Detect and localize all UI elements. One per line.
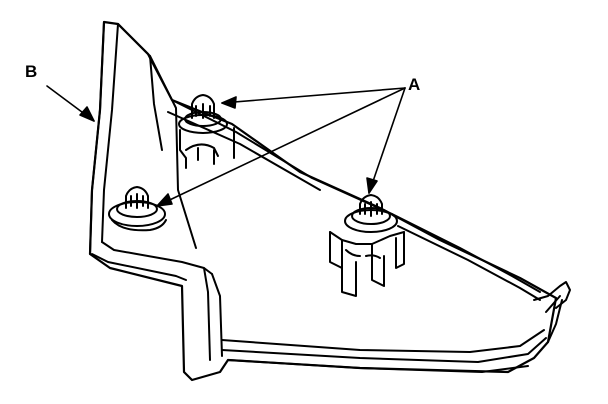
arrowhead bbox=[79, 106, 95, 122]
callout-label-a: A bbox=[408, 75, 421, 94]
callout-b-leader bbox=[46, 85, 95, 122]
arrowhead bbox=[366, 177, 378, 194]
callout-a-leaders bbox=[156, 87, 406, 207]
clip-upper bbox=[178, 94, 235, 169]
arrowhead bbox=[156, 193, 173, 207]
arrowhead bbox=[221, 96, 237, 109]
clip-right bbox=[329, 194, 405, 297]
callout-label-b: B bbox=[25, 62, 38, 81]
clip-lower bbox=[108, 186, 167, 232]
